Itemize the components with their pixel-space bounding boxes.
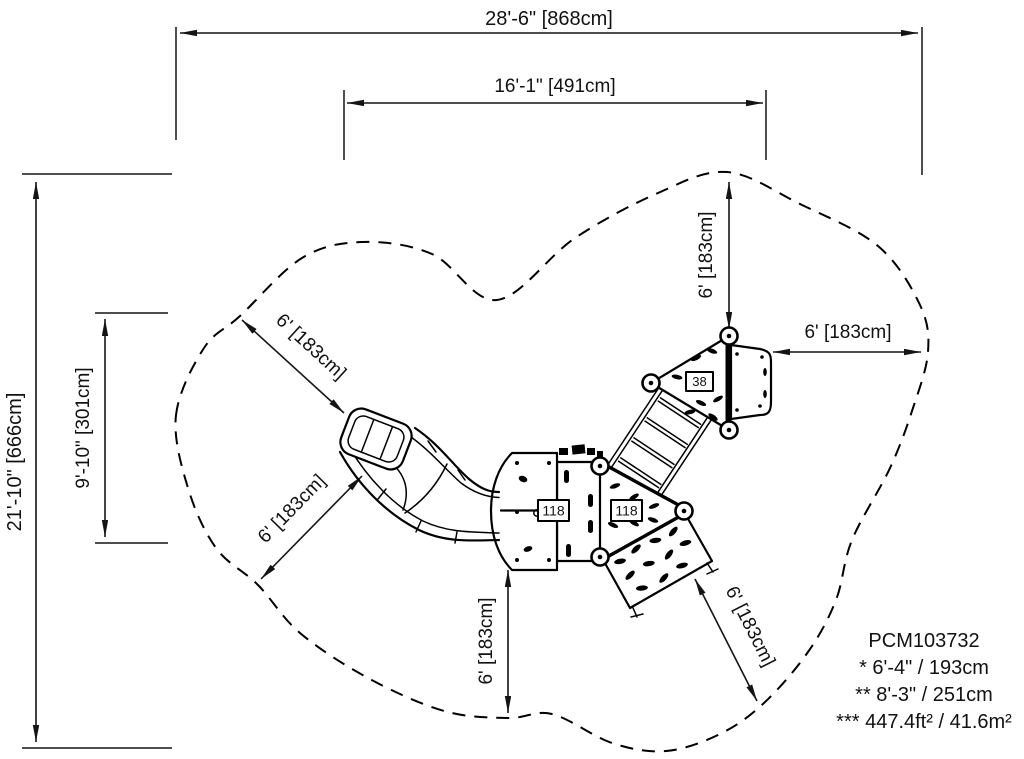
use-zone-boundary [174,170,930,753]
dimension-overall-depth: 21'-10" [666cm] [4,173,172,749]
dimension-clearance-top: 6' [183cm] [696,182,733,329]
info-note-3: *** 447.4ft² / 41.6m² [836,711,1012,733]
dimension-clearance-upper-left: 6' [183cm] [241,310,350,414]
dimension-clearance-bottom: 6' [183cm] [476,570,512,713]
part-badge-38: 38 [692,374,706,389]
right-panel [729,343,773,421]
dimension-overall-width: 28'-6" [868cm] [175,8,923,175]
dim-clearance-lower-right-label: 6' [183cm] [721,583,779,670]
part-badge-118-right: 118 [615,503,638,519]
support-posts [590,326,739,567]
post [641,373,661,393]
part-badge-118-left: 118 [542,503,565,519]
dimension-clearance-lower-left: 6' [183cm] [254,471,363,580]
slide [338,407,501,544]
dim-clearance-upper-left-label: 6' [183cm] [272,310,350,384]
part-badges: 118 118 38 [499,371,714,522]
dim-clearance-top-label: 6' [183cm] [696,211,717,298]
dim-footprint-width-label: 16'-1" [491cm] [494,76,615,97]
dim-overall-depth-label: 21'-10" [666cm] [4,393,26,532]
post [719,326,739,346]
post [590,456,610,476]
dimension-footprint-depth: 9'-10" [301cm] [73,312,168,544]
post [590,547,610,567]
info-note-2: ** 8'-3" / 251cm [855,684,993,706]
dim-footprint-depth-label: 9'-10" [301cm] [73,367,94,488]
dim-clearance-right-label: 6' [183cm] [804,322,891,343]
info-block: PCM103732 * 6'-4" / 193cm ** 8'-3" / 251… [836,630,1012,733]
dimension-clearance-right: 6' [183cm] [773,322,921,356]
dim-clearance-bottom-label: 6' [183cm] [476,597,497,684]
dimension-footprint-width: 16'-1" [491cm] [343,76,767,160]
slide-hood [339,407,413,471]
dim-overall-width-label: 28'-6" [868cm] [485,8,613,30]
info-note-1: * 6'-4" / 193cm [859,657,989,679]
transfer-ramp [604,384,713,504]
dimension-clearance-lower-right: 6' [183cm] [694,578,779,702]
playground-structure: 118 118 38 [338,326,773,618]
model-number: PCM103732 [868,630,979,652]
post [674,501,694,521]
climbing-holds [614,526,692,591]
post [719,420,739,440]
dim-clearance-lower-left-label: 6' [183cm] [254,471,330,548]
